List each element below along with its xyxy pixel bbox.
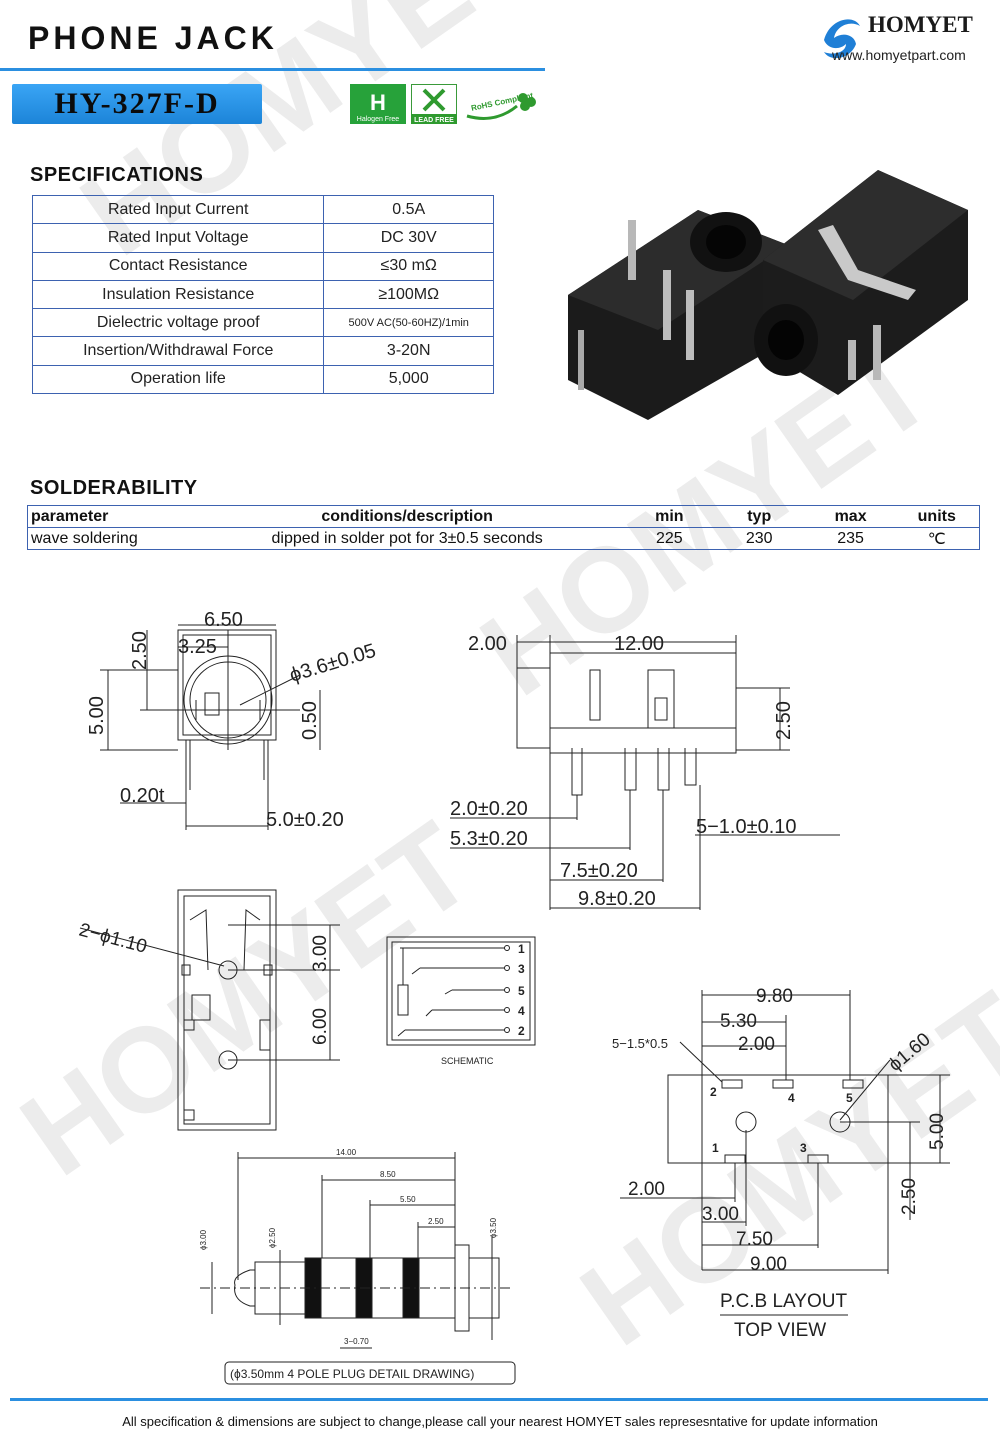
svg-text:1: 1 xyxy=(518,942,525,956)
svg-text:2: 2 xyxy=(518,1024,525,1038)
table-row: Insulation Resistance≥100MΩ xyxy=(31,279,494,310)
svg-text:9.80: 9.80 xyxy=(756,986,793,1007)
svg-text:TOP VIEW: TOP VIEW xyxy=(734,1320,826,1341)
plug-drawing: 14.00 8.50 5.50 2.50 ϕ3.50 ϕ3.00 ϕ2.50 3… xyxy=(199,1148,516,1385)
svg-text:2.00: 2.00 xyxy=(468,633,507,655)
header-divider xyxy=(0,68,545,71)
svg-text:1: 1 xyxy=(712,1141,719,1155)
model-badge: HY-327F-D xyxy=(12,84,262,124)
brand-name: HOMYET xyxy=(868,12,973,37)
svg-text:3.00: 3.00 xyxy=(702,1204,739,1225)
svg-text:9.8±0.20: 9.8±0.20 xyxy=(578,888,656,910)
svg-text:2.50: 2.50 xyxy=(129,631,151,670)
svg-text:ϕ3.50: ϕ3.50 xyxy=(489,1217,498,1238)
product-photo xyxy=(568,170,968,420)
svg-text:2.00: 2.00 xyxy=(628,1179,665,1200)
solderability-heading: SOLDERABILITY xyxy=(30,477,198,499)
svg-text:5.0±0.20: 5.0±0.20 xyxy=(266,809,344,831)
table-row: wave soldering dipped in solder pot for … xyxy=(27,527,980,550)
svg-text:0.20t: 0.20t xyxy=(120,785,165,807)
pcb-layout-drawing: 9.80 5.30 2.00 5−1.5*0.5 ϕ1.60 5.00 2.50… xyxy=(612,986,950,1341)
schematic-drawing: 1 3 5 4 2 SCHEMATIC xyxy=(386,936,536,1066)
svg-text:7.50: 7.50 xyxy=(736,1229,773,1250)
brand-website: www.homyetpart.com xyxy=(832,47,966,63)
halogen-free-icon: H Halogen Free xyxy=(350,84,406,124)
svg-text:2.00: 2.00 xyxy=(738,1034,775,1055)
specifications-heading: SPECIFICATIONS xyxy=(30,164,204,186)
svg-text:SCHEMATIC: SCHEMATIC xyxy=(441,1056,494,1066)
svg-text:3.00: 3.00 xyxy=(310,935,331,972)
svg-text:2: 2 xyxy=(710,1085,717,1099)
jack-left xyxy=(568,210,788,420)
rohs-icon: RoHS Compliant xyxy=(466,91,536,120)
technical-drawings: 6.50 3.25 2.50 5.00 0.50 ϕ3.6±0.05 0.20t… xyxy=(77,609,950,1385)
svg-text:3: 3 xyxy=(800,1141,807,1155)
table-header-row: parameter conditions/description min typ… xyxy=(27,505,980,528)
svg-text:Halogen Free: Halogen Free xyxy=(357,116,400,123)
svg-text:4: 4 xyxy=(518,1004,525,1018)
footer-divider xyxy=(10,1398,988,1401)
side-view-drawing: 2.00 12.00 2.50 2.0±0.20 5.3±0.20 5−1.0±… xyxy=(450,633,840,910)
svg-text:ϕ3.6±0.05: ϕ3.6±0.05 xyxy=(287,640,378,687)
svg-text:ϕ3.00: ϕ3.00 xyxy=(199,1229,208,1250)
svg-text:9.00: 9.00 xyxy=(750,1254,787,1275)
svg-text:3.25: 3.25 xyxy=(178,636,217,658)
svg-text:3: 3 xyxy=(518,962,525,976)
footer-note: All specification & dimensions are subje… xyxy=(122,1414,878,1429)
svg-text:2−ϕ1.10: 2−ϕ1.10 xyxy=(77,920,149,958)
front-view-drawing: 6.50 3.25 2.50 5.00 0.50 ϕ3.6±0.05 0.20t… xyxy=(86,609,378,831)
svg-text:8.50: 8.50 xyxy=(380,1170,396,1179)
svg-text:14.00: 14.00 xyxy=(336,1148,357,1157)
svg-text:6.00: 6.00 xyxy=(310,1008,331,1045)
svg-text:5.50: 5.50 xyxy=(400,1195,416,1204)
svg-text:2.0±0.20: 2.0±0.20 xyxy=(450,798,528,820)
solderability-table: parameter conditions/description min typ… xyxy=(27,505,980,550)
svg-text:7.5±0.20: 7.5±0.20 xyxy=(560,860,638,882)
svg-text:0.50: 0.50 xyxy=(299,701,321,740)
lead-free-icon: LEAD FREE xyxy=(411,84,457,124)
svg-text:ϕ2.50: ϕ2.50 xyxy=(268,1227,277,1248)
jack-right xyxy=(754,170,968,395)
svg-text:ϕ1.60: ϕ1.60 xyxy=(885,1029,935,1076)
svg-text:H: H xyxy=(370,90,386,115)
svg-text:3−0.70: 3−0.70 xyxy=(344,1337,369,1346)
svg-text:2.50: 2.50 xyxy=(428,1217,444,1226)
svg-text:12.00: 12.00 xyxy=(614,633,664,655)
svg-text:(ϕ3.50mm 4 POLE PLUG DETAI: (ϕ3.50mm 4 POLE PLUG DETAIL DRAWING) xyxy=(230,1367,474,1381)
svg-text:5: 5 xyxy=(846,1091,853,1105)
svg-text:5.3±0.20: 5.3±0.20 xyxy=(450,828,528,850)
svg-text:6.50: 6.50 xyxy=(204,609,243,631)
brand-logo-icon xyxy=(824,19,860,59)
page-title: PHONE JACK xyxy=(28,20,278,56)
svg-text:5−1.5*0.5: 5−1.5*0.5 xyxy=(612,1036,668,1051)
bottom-view-drawing: 2−ϕ1.10 3.00 6.00 xyxy=(77,889,340,1131)
svg-text:P.C.B LAYOUT: P.C.B LAYOUT xyxy=(720,1291,847,1312)
svg-text:2.50: 2.50 xyxy=(899,1178,920,1215)
svg-text:LEAD FREE: LEAD FREE xyxy=(414,117,454,124)
svg-text:5.00: 5.00 xyxy=(927,1113,948,1150)
svg-text:4: 4 xyxy=(788,1091,795,1105)
svg-text:5.00: 5.00 xyxy=(86,696,108,735)
svg-text:5.30: 5.30 xyxy=(720,1011,757,1032)
table-row: Contact Resistance≤30 mΩ xyxy=(31,251,494,281)
svg-text:5: 5 xyxy=(518,984,525,998)
svg-text:2.50: 2.50 xyxy=(773,701,795,740)
svg-text:5−1.0±0.10: 5−1.0±0.10 xyxy=(696,816,797,838)
